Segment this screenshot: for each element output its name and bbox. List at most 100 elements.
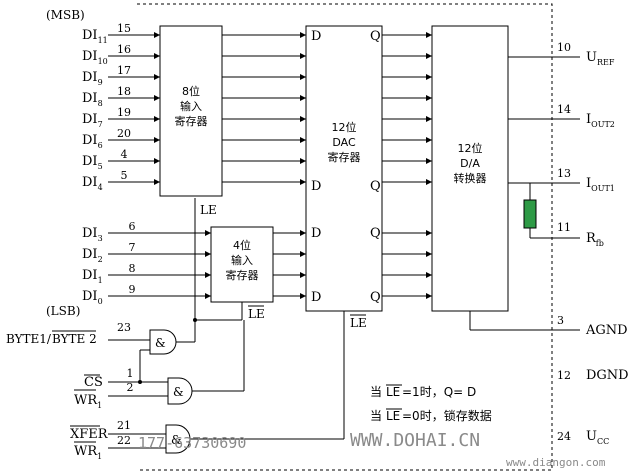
rfb-label: Rfb — [586, 231, 604, 248]
wr1-label: WR1 — [74, 393, 102, 410]
pin-11: 11 — [557, 221, 571, 234]
arrow-head — [154, 116, 160, 122]
arrow-head — [300, 32, 306, 38]
reg4-le-label: LE — [248, 307, 265, 321]
junction-dot — [138, 380, 142, 384]
pin-15: 15 — [117, 22, 131, 35]
arrow-head — [205, 230, 211, 236]
da-title-2: D/A — [460, 157, 480, 170]
watermark-site: WWW.DOHAI.CN — [350, 430, 480, 451]
da-title-1: 12位 — [458, 141, 483, 155]
dac-d-label-mid: D — [311, 179, 321, 194]
pin-23: 23 — [117, 321, 131, 334]
dac-title-1: 12位 — [332, 120, 357, 134]
pin-4: 4 — [121, 148, 128, 161]
pin-2: 2 — [127, 381, 134, 394]
arrow-head — [154, 32, 160, 38]
byte1-label: BYTE1/ — [6, 332, 52, 346]
arrow-head — [426, 32, 432, 38]
input-lower-2: DI2 — [82, 247, 103, 264]
input-lower-3: DI3 — [82, 226, 103, 243]
arrow-head — [300, 116, 306, 122]
input-upper-9: DI9 — [82, 70, 103, 87]
arrow-head — [300, 53, 306, 59]
input-lower-1: DI1 — [82, 268, 103, 285]
pin-22: 22 — [117, 434, 131, 447]
wr1b-label: WR1 — [74, 444, 102, 461]
pin-3: 3 — [557, 314, 564, 327]
input-upper-10: DI10 — [82, 49, 108, 66]
arrow-head — [154, 74, 160, 80]
msb-label: (MSB) — [46, 8, 85, 22]
input-lower-0: DI0 — [82, 289, 103, 306]
arrow-head — [300, 293, 306, 299]
arrow-head — [300, 230, 306, 236]
note2-prefix: 当 — [370, 409, 382, 423]
rfb-resistor — [523, 199, 537, 229]
arrow-head — [300, 179, 306, 185]
arrow-head — [300, 95, 306, 101]
junction-dot — [193, 318, 197, 322]
arrow-head — [154, 179, 160, 185]
note1-text: =1时，Q= D — [402, 385, 476, 399]
and-gate-xfer — [165, 424, 191, 454]
arrow-head — [426, 230, 432, 236]
dac-d-label-low: D — [311, 226, 321, 241]
dac-q-label-mid: Q — [370, 179, 381, 194]
dac-title-3: 寄存器 — [328, 150, 361, 164]
dac-q-label-top: Q — [370, 29, 381, 44]
dac-register-block — [305, 25, 383, 312]
dac-q-label-bottom: Q — [370, 290, 381, 305]
pin-17: 17 — [117, 64, 131, 77]
input-upper-6: DI6 — [82, 133, 103, 150]
and-gate-cs-symbol: & — [173, 385, 184, 399]
arrow-head — [426, 293, 432, 299]
reg8-title-2: 输入 — [180, 99, 202, 113]
arrow-head — [300, 251, 306, 257]
pin-16: 16 — [117, 43, 131, 56]
reg4-title-1: 4位 — [233, 238, 251, 252]
arrow-head — [205, 251, 211, 257]
arrow-head — [426, 116, 432, 122]
agnd-label: AGND — [585, 323, 628, 338]
arrow-head — [205, 293, 211, 299]
arrow-head — [426, 158, 432, 164]
and-gate-byte — [149, 329, 177, 355]
watermark-site2: www.diangon.com — [506, 456, 606, 469]
ucc-label: UCC — [586, 429, 609, 446]
arrow-head — [426, 272, 432, 278]
reg4-title-2: 输入 — [231, 253, 253, 267]
arrow-head — [426, 137, 432, 143]
note2-le: LE — [386, 409, 400, 423]
note2-text: =0时，锁存数据 — [402, 408, 492, 423]
reg8-title-3: 寄存器 — [175, 114, 208, 128]
lsb-label: (LSB) — [46, 304, 80, 318]
pin-13: 13 — [557, 167, 571, 180]
and-gate-byte-symbol: & — [155, 336, 166, 350]
input-upper-8: DI8 — [82, 91, 103, 108]
arrow-head — [154, 137, 160, 143]
pin-6: 6 — [129, 220, 136, 233]
arrow-head — [300, 158, 306, 164]
input-upper-7: DI7 — [82, 112, 103, 129]
input-upper-5: DI5 — [82, 154, 103, 171]
reg8-le-label: LE — [200, 203, 217, 217]
iout1-label: IOUT1 — [586, 176, 615, 193]
reg4-block — [210, 226, 274, 303]
chip-boundary — [137, 3, 553, 471]
arrow-head — [154, 53, 160, 59]
arrow-head — [426, 179, 432, 185]
reg4-title-3: 寄存器 — [226, 268, 259, 282]
and-gate-cs — [167, 377, 193, 405]
pin-9: 9 — [129, 283, 136, 296]
dac-d-label-bottom: D — [311, 290, 321, 305]
pin-20: 20 — [117, 127, 131, 140]
reg8-block — [159, 25, 223, 197]
pin-7: 7 — [129, 241, 136, 254]
pin-10: 10 — [557, 41, 571, 54]
dac-q-label-low: Q — [370, 226, 381, 241]
xfer-label: XFER — [70, 427, 109, 442]
input-upper-11: DI11 — [82, 28, 108, 45]
